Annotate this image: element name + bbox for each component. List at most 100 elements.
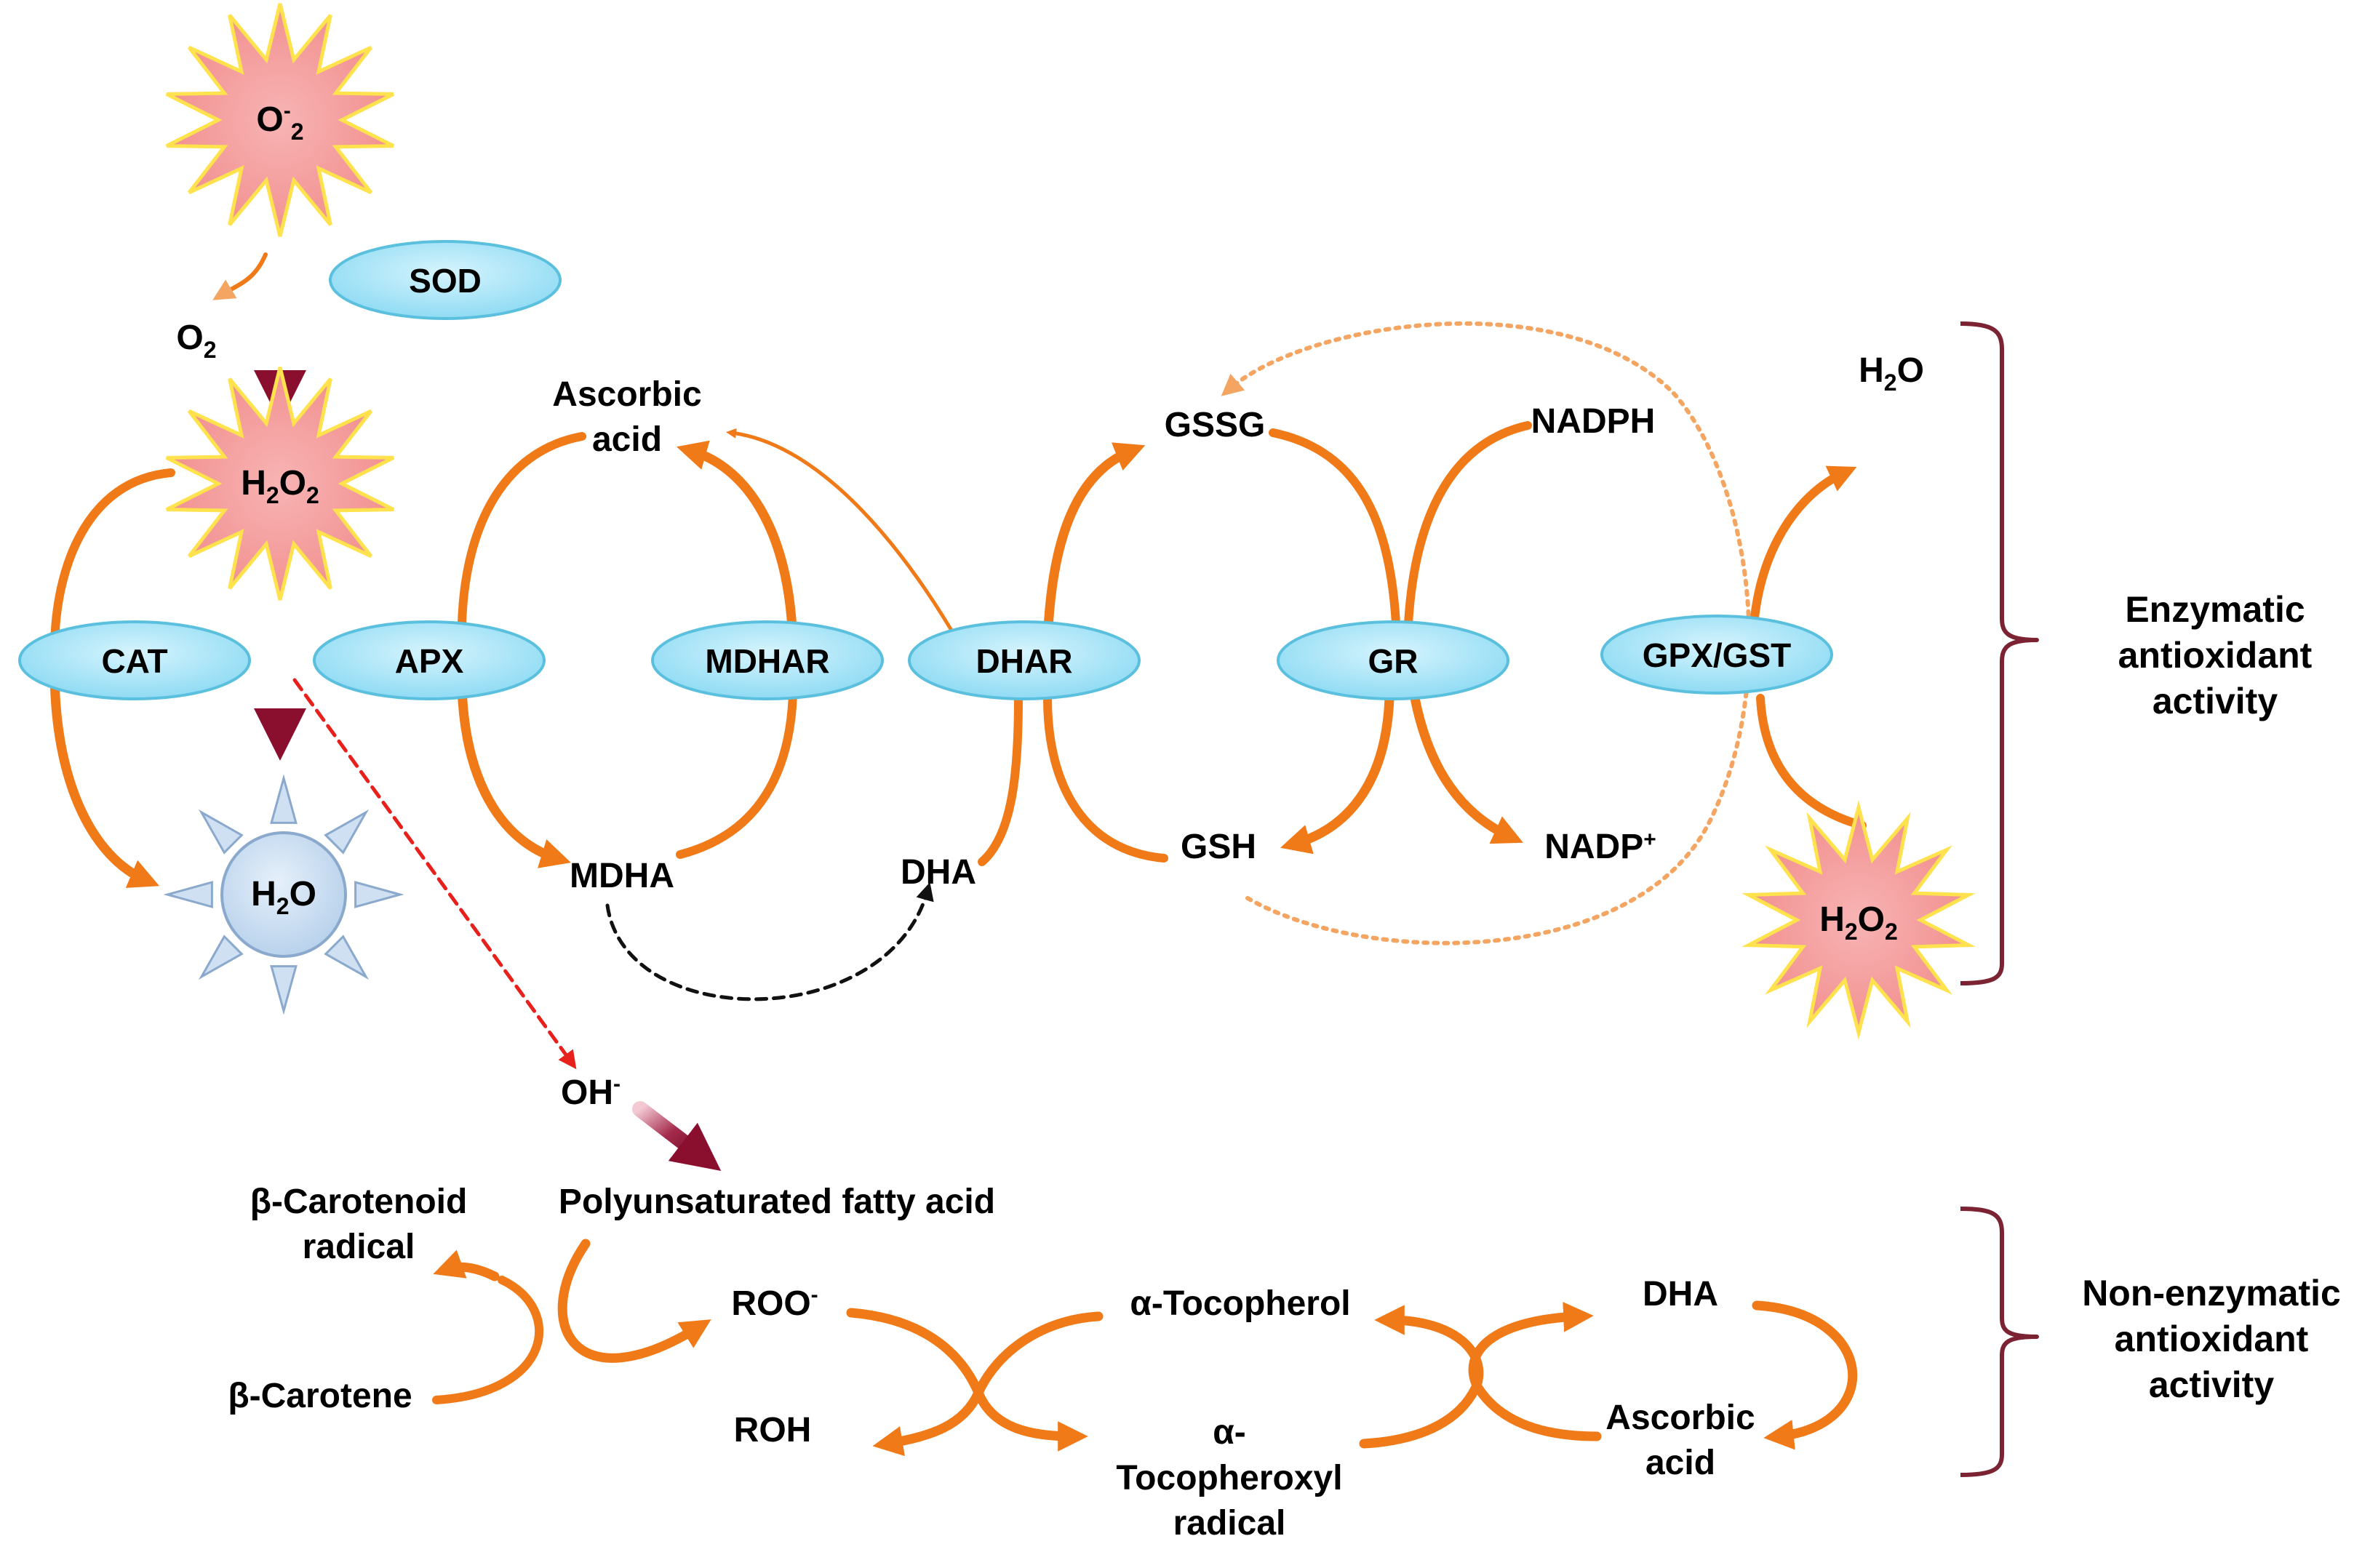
enzyme-dhar: DHAR (908, 620, 1141, 700)
enzyme-label: SOD (409, 262, 482, 300)
enzymatic-brace (1960, 321, 2039, 985)
nadp-label: NADP+ (1544, 828, 1656, 866)
hydroxyl-formation-arrow (292, 678, 577, 1070)
enzyme-label: APX (395, 642, 464, 680)
burst-shape (165, 3, 395, 237)
section-labels: Enzymatic antioxidant activity Non-enzym… (2082, 589, 2341, 1405)
sun-ray (163, 881, 213, 908)
h2o2-burst-top: H2O2 (165, 367, 395, 601)
water-circle (220, 831, 347, 958)
peroxyl-label: ROO- (731, 1283, 818, 1323)
pufa-to-roo-arrow (557, 1239, 711, 1363)
pufa-label: Polyunsaturated fatty acid (559, 1183, 995, 1221)
sun-ray (270, 965, 298, 1015)
oxygen-release-arrow (212, 252, 268, 300)
apx-arrow-up (457, 432, 586, 655)
tocopheroxyl-cross-arrow (1359, 1305, 1484, 1449)
superoxide-label: O-2 (256, 99, 303, 145)
species-labels: O2 Ascorbic acid MDHA DHA GSSG NADPH GSH… (176, 319, 1923, 1543)
carotenoid-radical-arrow (433, 1249, 500, 1281)
enzymes: SOD CAT APX MDHAR DHAR GR GPX/GST (18, 240, 1833, 700)
mdhar-arrow-up (677, 440, 798, 649)
tocopheroxyl-line3: radical (1173, 1504, 1286, 1543)
gpx-to-water-arrow (1749, 465, 1857, 641)
sun-ray (198, 935, 244, 980)
connectors (49, 231, 1867, 1457)
h2o2-right-label: H2O2 (1819, 900, 1898, 945)
nadph-label: NADPH (1531, 402, 1656, 441)
mdha-label: MDHA (570, 857, 674, 895)
ascorbic-acid-top-line1: Ascorbic (552, 375, 701, 414)
ascorbic-acid-top-line2: acid (592, 420, 662, 459)
glutathione-cycle-dotted-arrow (1221, 321, 1752, 945)
sun-ray (324, 935, 370, 980)
section-braces (1960, 321, 2039, 1477)
gssg-to-gr-arrow (1269, 428, 1401, 644)
dha-recycle-arrow (1752, 1300, 1858, 1450)
enzyme-label: GR (1368, 642, 1419, 680)
carotene-label: β-Carotene (228, 1377, 412, 1415)
dha-bottom-label: DHA (1643, 1275, 1718, 1313)
nadph-to-gr-arrow (1403, 421, 1532, 644)
water-sun: H2O (163, 774, 404, 1015)
dha-mid-label: DHA (901, 853, 976, 892)
gsh-to-dhar-arrow (1043, 694, 1168, 863)
enzyme-gr: GR (1277, 620, 1509, 700)
roh-label: ROH (734, 1411, 812, 1449)
h2o2-burst-right: H2O2 (1741, 800, 1976, 1040)
cat-arrow-in (50, 468, 175, 655)
enzyme-sod: SOD (329, 240, 562, 320)
oxygen-label: O2 (176, 319, 216, 363)
gsh-label: GSH (1181, 828, 1256, 866)
enzyme-label: GPX/GST (1643, 636, 1791, 674)
carotenoid-radical-line2: radical (303, 1228, 415, 1266)
ascorbic-bottom-line1: Ascorbic (1605, 1399, 1755, 1437)
water-rays (163, 774, 404, 1015)
sun-ray (198, 809, 244, 855)
hydroxyl-to-pufa-arrow (632, 1101, 722, 1172)
mdha-to-dha-arrow (605, 881, 934, 1001)
tocopherol-cross-arrow (872, 1311, 1104, 1457)
carotene-arrow-in (432, 1276, 544, 1404)
mdhar-arrow-in (676, 690, 797, 859)
enzyme-label: MDHAR (705, 642, 829, 680)
burst-shape (165, 367, 395, 601)
hydroxyl-label: OH- (561, 1072, 621, 1112)
tocopheroxyl-line1: α- (1213, 1413, 1246, 1452)
tocopheroxyl-line2: Tocopheroxyl (1116, 1459, 1342, 1497)
dhar-arrow-in (978, 694, 1023, 866)
water-catalase-label: H2O (251, 875, 316, 919)
non-enzymatic-label-line1: Non-enzymatic (2082, 1273, 2341, 1313)
h2o2-top-label: H2O2 (241, 464, 319, 508)
gr-to-gsh-arrow (1280, 693, 1395, 855)
superoxide-burst: O-2 (165, 3, 395, 237)
h2o2-to-gpx-arrow (1756, 694, 1867, 830)
gr-to-nadp-arrow (1410, 693, 1523, 844)
enzymatic-label-line2: antioxidant (2118, 635, 2313, 676)
tocopherol-label: α-Tocopherol (1130, 1284, 1350, 1323)
non-enzymatic-brace (1960, 1207, 2039, 1477)
enzyme-apx: APX (313, 620, 546, 700)
ascorbic-bottom-line2: acid (1645, 1444, 1715, 1482)
enzymatic-label-line1: Enzymatic (2125, 589, 2305, 630)
cat-arrow-out (49, 664, 160, 888)
dhar-to-ascorbate-arrow (726, 428, 970, 660)
enzyme-gpx-gst: GPX/GST (1600, 615, 1833, 695)
sun-ray (354, 881, 404, 908)
enzymatic-label-line3: activity (2152, 681, 2278, 721)
non-enzymatic-label-line3: activity (2149, 1364, 2275, 1405)
enzyme-cat: CAT (18, 620, 251, 700)
non-enzymatic-label-line2: antioxidant (2115, 1319, 2309, 1359)
enzyme-label: CAT (101, 642, 167, 680)
apx-arrow-down (457, 682, 571, 868)
dhar-to-gssg-arrow (1042, 442, 1146, 649)
enzyme-label: DHAR (976, 642, 1073, 680)
ascorbate-cross-arrow (1468, 1302, 1602, 1441)
gssg-label: GSSG (1165, 406, 1266, 444)
burst-shape (1741, 800, 1976, 1040)
enzyme-mdhar: MDHAR (651, 620, 884, 700)
sun-ray (270, 774, 298, 824)
sun-ray (324, 809, 370, 855)
carotenoid-radical-line1: β-Carotenoid (250, 1183, 468, 1221)
